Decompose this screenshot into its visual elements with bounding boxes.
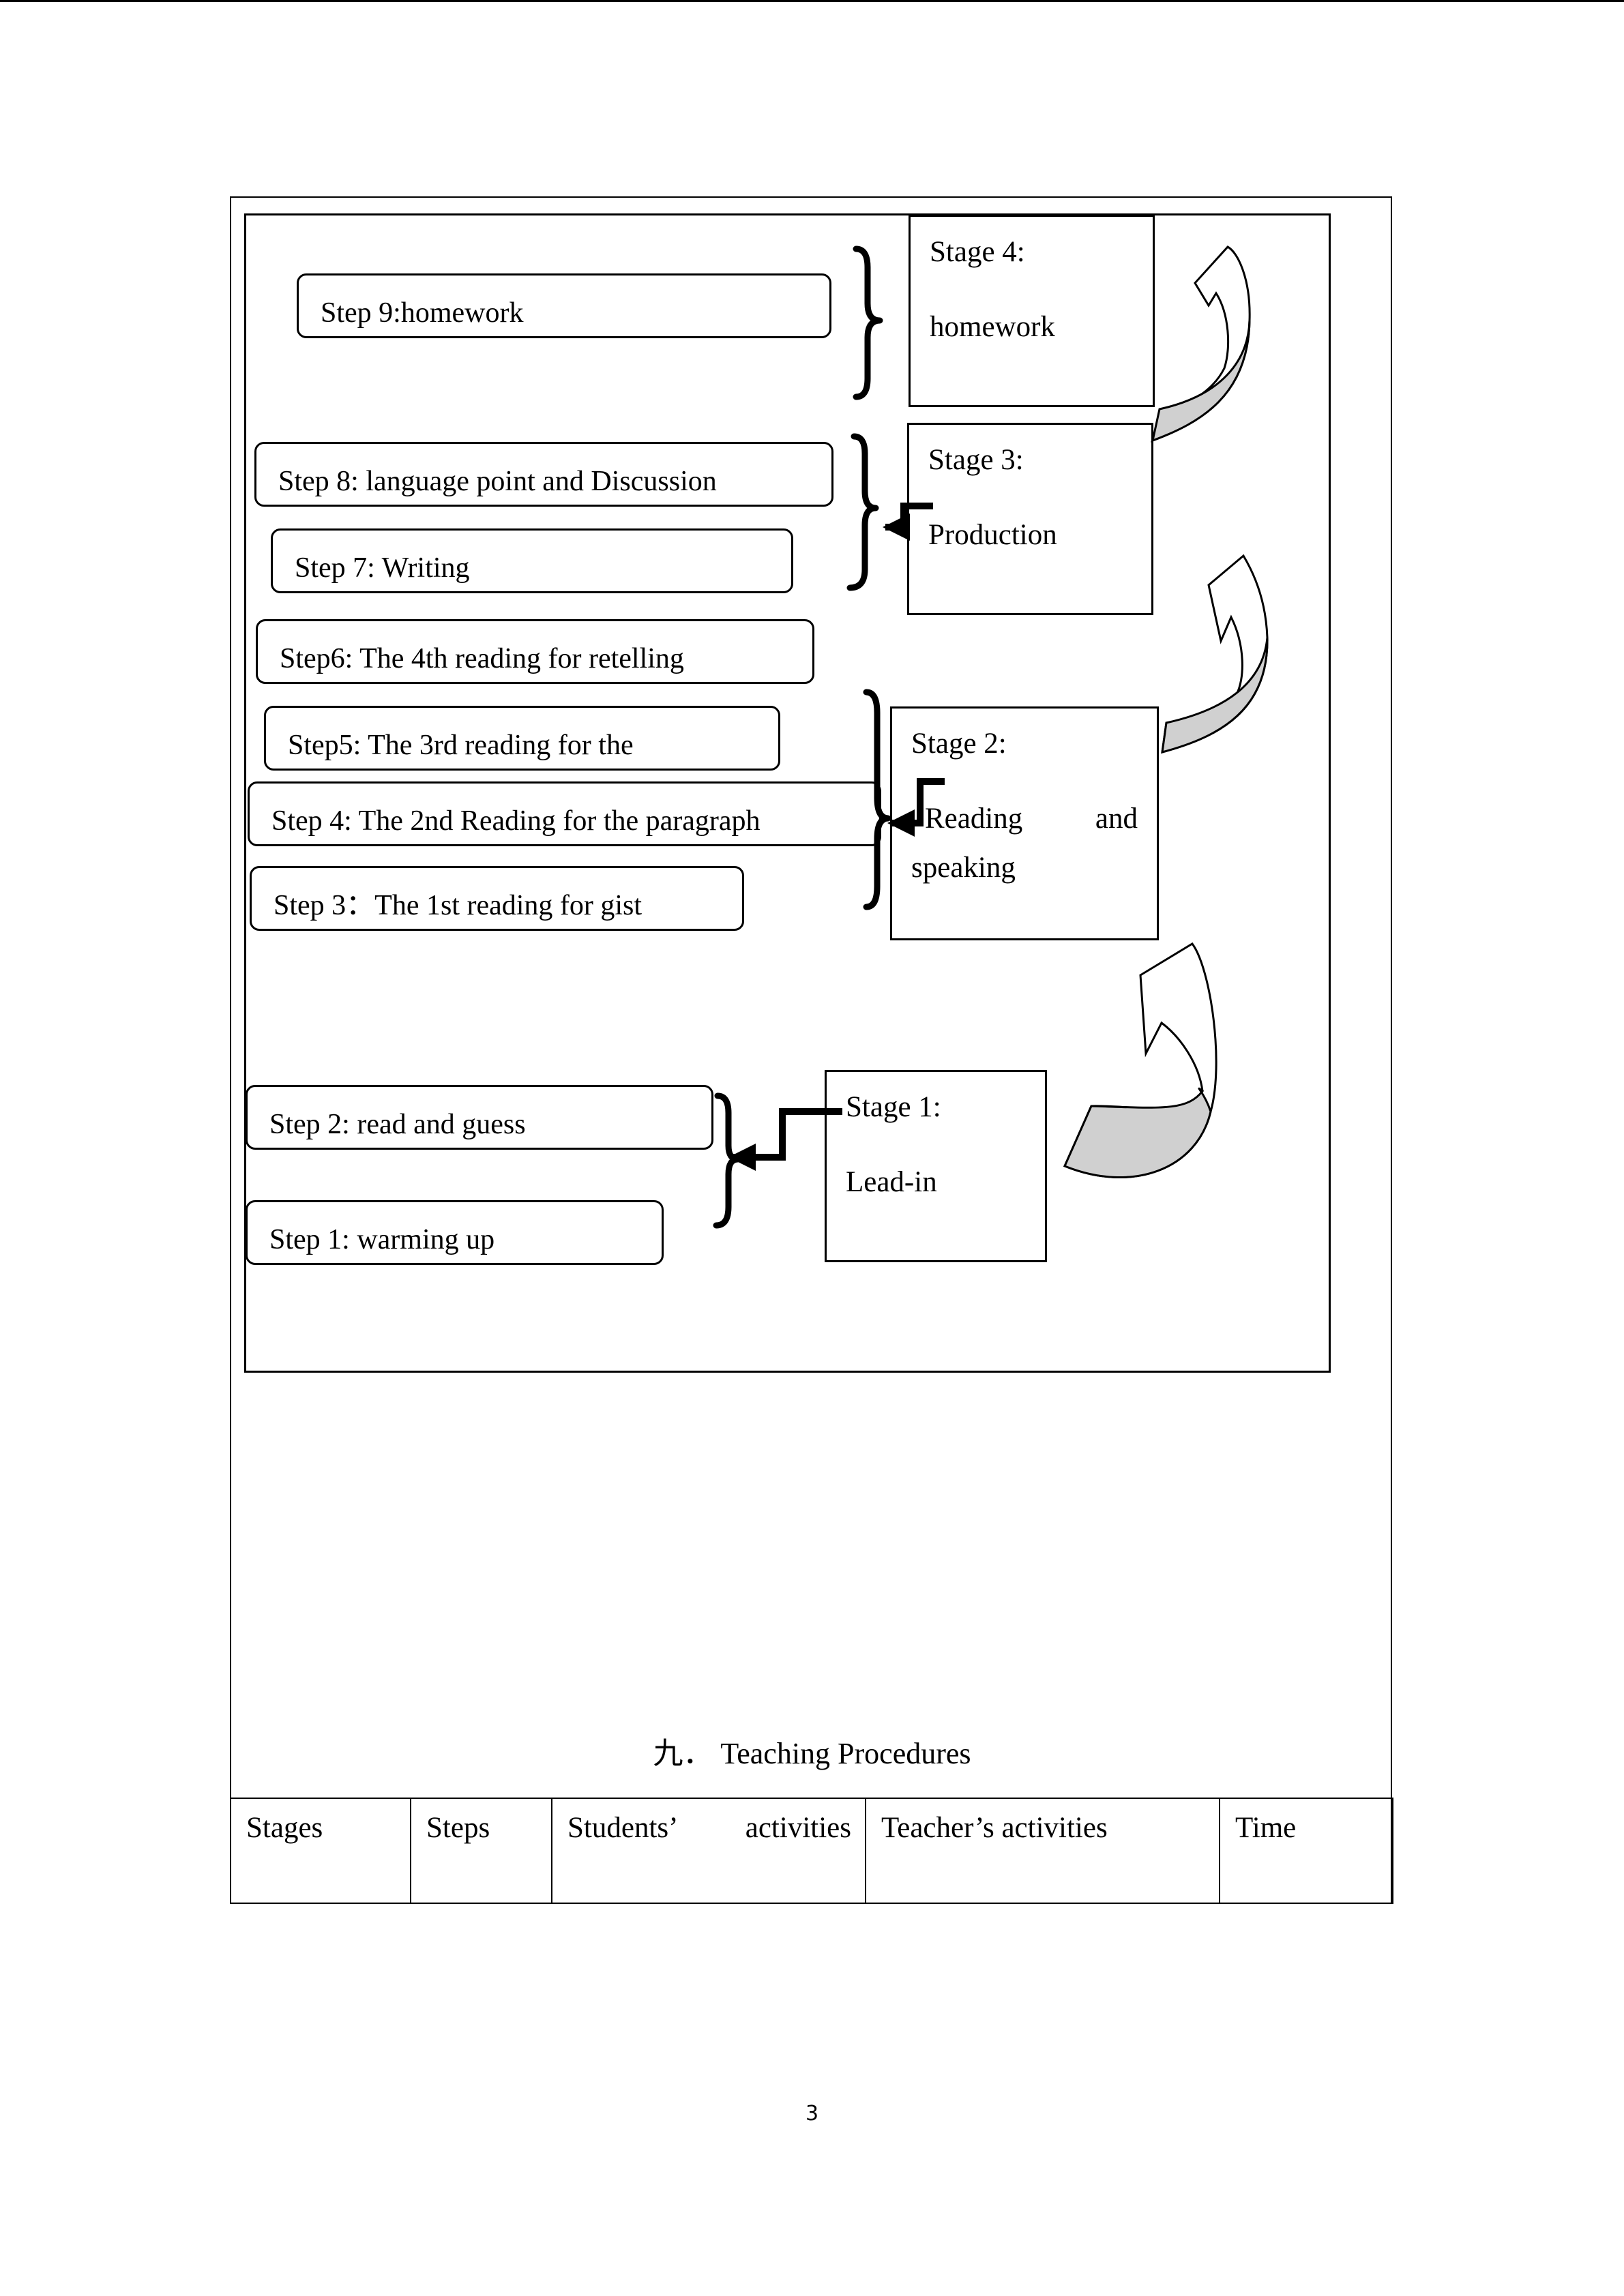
header-students-part2: activities — [745, 1812, 851, 1844]
step-9-label: Step 9:homework — [321, 297, 524, 329]
stage-1-box: Stage 1: Lead-in — [825, 1070, 1047, 1262]
header-students-activities: Students’ activities — [551, 1798, 866, 1904]
header-time: Time — [1219, 1798, 1393, 1904]
header-stages: Stages — [230, 1798, 411, 1904]
stage-1-name: Lead-in — [846, 1166, 937, 1198]
step-5-box: Step5: The 3rd reading for the — [264, 706, 780, 771]
step-8-label: Step 8: language point and Discussion — [278, 466, 717, 497]
stage-2-box: Stage 2: Reading and speaking — [890, 706, 1159, 940]
step-1-label: Step 1: warming up — [269, 1224, 495, 1255]
connector-stage-3 — [883, 503, 933, 541]
step-7-box: Step 7: Writing — [271, 528, 793, 593]
section-caption: 九． Teaching Procedures — [653, 1737, 971, 1770]
step-2-box: Step 2: read and guess — [246, 1085, 713, 1150]
brace-stage-3 — [846, 433, 879, 591]
header-students-part1: Students’ — [567, 1812, 679, 1844]
step-2-label: Step 2: read and guess — [269, 1109, 526, 1140]
curved-arrow-stage1-to-2-shade — [1063, 1087, 1212, 1179]
stage-2-name-and: and — [1095, 803, 1138, 835]
header-teachers-activities: Teacher’s activities — [865, 1798, 1220, 1904]
step-5-label: Step5: The 3rd reading for the — [288, 730, 634, 761]
table-header-row: Stages Steps Students’ activities Teacher… — [230, 1798, 1393, 1904]
step-4-label: Step 4: The 2nd Reading for the paragrap… — [271, 805, 761, 837]
brace-stage-4 — [853, 245, 883, 400]
stage-4-title: Stage 4: — [930, 236, 1025, 268]
stage-4-name: homework — [930, 311, 1055, 343]
curved-arrow-stage3-to-4-shade — [1151, 320, 1251, 443]
outer-frame — [230, 196, 1392, 1904]
page-top-rule — [0, 0, 1624, 2]
teaching-flow-diagram — [244, 213, 1331, 1373]
stage-2-title: Stage 2: — [911, 728, 1007, 760]
step-7-label: Step 7: Writing — [295, 552, 470, 584]
step-6-label: Step6: The 4th reading for retelling — [280, 643, 684, 674]
connector-stage-2 — [887, 778, 945, 837]
stage-2-name-reading: Reading — [925, 803, 1023, 835]
step-9-box: Step 9:homework — [297, 273, 831, 338]
stage-3-name: Production — [928, 519, 1057, 551]
step-8-box: Step 8: language point and Discussion — [254, 442, 833, 507]
curved-arrow-stage2-to-3-shade — [1161, 637, 1269, 754]
step-3-box: Step 3：The 1st reading for gist — [250, 866, 744, 931]
stage-1-title: Stage 1: — [846, 1091, 941, 1123]
step-6-box: Step6: The 4th reading for retelling — [256, 619, 814, 684]
step-4-box: Step 4: The 2nd Reading for the paragrap… — [248, 781, 881, 846]
stage-4-box: Stage 4: homework — [909, 215, 1155, 407]
header-steps: Steps — [410, 1798, 552, 1904]
brace-stage-2 — [863, 689, 891, 910]
connector-stage-1 — [728, 1108, 842, 1171]
stage-3-title: Stage 3: — [928, 444, 1024, 476]
page-number: 3 — [805, 2102, 819, 2126]
step-3-label: Step 3：The 1st reading for gist — [274, 890, 643, 921]
teaching-procedures-table: Stages Steps Students’ activities Teacher… — [230, 1798, 1393, 1904]
stage-2-name-speaking: speaking — [911, 852, 1016, 884]
step-1-box: Step 1: warming up — [246, 1200, 664, 1265]
